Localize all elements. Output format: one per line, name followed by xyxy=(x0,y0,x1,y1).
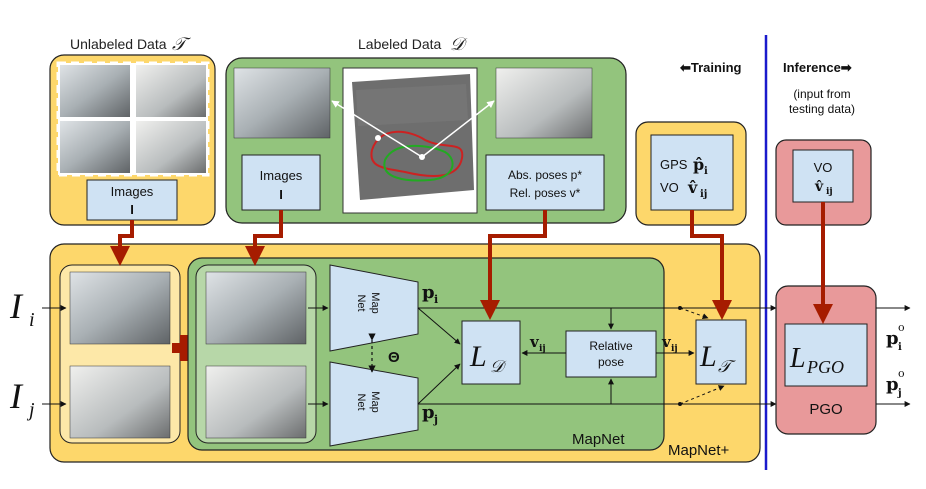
pj-to-loss-t-dashed xyxy=(679,385,725,405)
unlabeled-data-symbol: 𝒯 xyxy=(172,34,191,54)
unlabeled-image-grid xyxy=(56,61,210,177)
gps-vo-box xyxy=(650,134,734,211)
labeled-photo-left xyxy=(233,67,331,139)
vij-label-left-subscript: ij xyxy=(539,344,546,354)
poses-box xyxy=(485,154,605,211)
pgo-loss-subscript: PGO xyxy=(806,357,844,377)
unlabeled-pair-photo-top xyxy=(69,271,171,345)
pi-symbol: p xyxy=(422,282,435,303)
inference-header: Inference➡ xyxy=(783,60,852,75)
mapnet-top-label-1: Map xyxy=(369,292,381,313)
loss-t-box xyxy=(695,319,747,385)
pgo-loss-symbol: L xyxy=(789,343,806,374)
labeled-images-box xyxy=(241,154,321,211)
unlabeled-to-pair-arrow xyxy=(110,220,134,266)
input-Ii-symbol: I xyxy=(9,286,24,326)
unlabeled-pair-photo-bottom xyxy=(69,365,171,439)
gps-symbol: p̂ xyxy=(693,155,704,174)
labeled-data-title: Labeled Data xyxy=(358,36,442,52)
pgo-output-i-subscript: i xyxy=(898,342,902,353)
mapnet-network-top xyxy=(329,264,419,352)
pj-to-loss-d-arrow xyxy=(417,363,461,405)
labeled-images-symbol: I xyxy=(279,187,283,202)
theta-label: Θ xyxy=(388,349,400,366)
unlabeled-images-symbol: I xyxy=(130,202,134,217)
pgo-output-i: p xyxy=(886,328,899,349)
inference-vo-label: VO xyxy=(814,160,833,175)
point-cloud-map xyxy=(331,67,495,214)
unlabeled-photo-4 xyxy=(136,121,206,173)
labeled-images-label: Images xyxy=(260,168,303,183)
loss-t-symbol: L xyxy=(699,340,717,373)
pj-subscript: j xyxy=(433,413,438,426)
plus-icon xyxy=(172,335,198,361)
rel-poses-label: Rel. poses v* xyxy=(510,186,581,200)
vij-label-left: v xyxy=(529,333,540,351)
relative-pose-label-2: pose xyxy=(598,355,624,369)
poses-to-loss-d-arrow xyxy=(480,210,547,320)
gps-vo-to-loss-t-arrow xyxy=(690,210,732,320)
unlabeled-photo-2 xyxy=(136,65,206,117)
gps-subscript: i xyxy=(704,166,708,177)
unlabeled-photo-1 xyxy=(60,65,130,117)
pi-to-loss-t-dashed xyxy=(679,307,709,320)
inference-vo-box xyxy=(792,149,854,203)
unlabeled-photo-3 xyxy=(60,121,130,173)
mapnet-plus-label: MapNet+ xyxy=(668,442,730,459)
pgo-output-j-superscript: o xyxy=(898,367,905,380)
input-Ij-symbol: I xyxy=(9,376,24,416)
unlabeled-images-label: Images xyxy=(111,184,154,199)
training-vo-symbol: v̂ xyxy=(687,178,698,197)
labeled-data-symbol: 𝒟 xyxy=(450,34,468,54)
loss-d-subscript: 𝒟 xyxy=(490,357,507,376)
mapnet-bottom-label-2: Net xyxy=(355,393,367,410)
input-Ii-subscript: i xyxy=(29,309,35,331)
pi-subscript: i xyxy=(434,293,438,306)
abs-poses-label: Abs. poses p* xyxy=(508,168,582,182)
mapnet-label: MapNet xyxy=(572,431,625,448)
training-header: ⬅Training xyxy=(679,60,742,75)
inference-vo-subscript: ij xyxy=(826,187,833,197)
loss-d-box xyxy=(461,320,521,385)
relative-pose-box xyxy=(565,330,657,378)
inference-vo-symbol: v̂ xyxy=(814,179,824,195)
pgo-output-i-superscript: o xyxy=(898,321,905,334)
pj-symbol: p xyxy=(422,402,435,423)
labeled-images-to-pair-arrow xyxy=(245,210,283,266)
inference-note-line2: testing data) xyxy=(789,102,855,116)
gps-label: GPS xyxy=(660,157,688,172)
pgo-label: PGO xyxy=(809,401,842,418)
pgo-loss-box xyxy=(784,323,868,387)
vij-label-right-subscript: ij xyxy=(671,344,678,354)
labeled-photo-right xyxy=(495,67,593,139)
loss-d-symbol: L xyxy=(469,340,487,373)
unlabeled-data-title: Unlabeled Data xyxy=(70,36,167,52)
relative-pose-label-1: Relative xyxy=(589,339,633,353)
unlabeled-images-box xyxy=(86,179,178,221)
pi-to-loss-d-arrow xyxy=(417,307,461,345)
pgo-output-j: p xyxy=(886,374,899,395)
mapnet-network-bottom xyxy=(329,361,419,447)
input-Ij-subscript: j xyxy=(26,399,35,421)
training-vo-label: VO xyxy=(660,180,679,195)
labeled-pair-photo-top xyxy=(205,271,307,345)
vij-label-right: v xyxy=(661,333,672,351)
training-vo-subscript: ij xyxy=(700,189,707,200)
mapnet-bottom-label-1: Map xyxy=(369,391,381,412)
pgo-output-j-subscript: j xyxy=(897,388,902,399)
mapnet-top-label-2: Net xyxy=(355,294,367,311)
labeled-pair-photo-bottom xyxy=(205,365,307,439)
inference-note-line1: (input from xyxy=(793,87,850,101)
